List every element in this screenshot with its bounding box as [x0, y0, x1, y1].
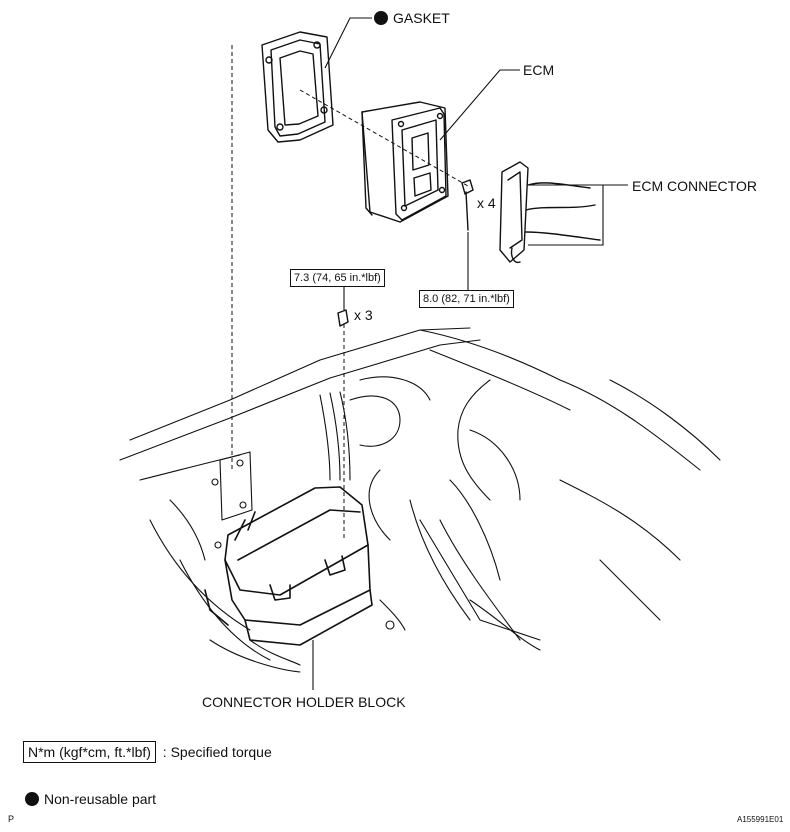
torque-unit-box: N*m (kgf*cm, ft.*lbf) [23, 741, 156, 763]
ecm-bolt-quantity: x 4 [477, 195, 496, 211]
non-reusable-dot-icon [374, 11, 388, 25]
non-reusable-legend-dot-icon [25, 792, 39, 806]
connector-holder-block-part [204, 486, 373, 646]
holder-bolt-quantity: x 3 [354, 307, 373, 323]
gasket-label: GASKET [374, 11, 450, 25]
holder-bolt [337, 309, 349, 327]
legend-non-reusable: Non-reusable part [25, 792, 156, 806]
figure-id: A155991E01 [737, 815, 784, 824]
gasket-part [261, 31, 334, 143]
connector-holder-block-label: CONNECTOR HOLDER BLOCK [202, 694, 406, 710]
footer-code: P [8, 814, 15, 824]
engine-bay [119, 327, 721, 673]
ecm-connector-label: ECM CONNECTOR [632, 178, 757, 194]
ecm-label: ECM [523, 62, 555, 78]
ecm-part [361, 101, 449, 223]
holder-bolt-torque: 7.3 (74, 65 in.*lbf) [290, 269, 385, 288]
ecm-connector-part [499, 161, 601, 264]
torque-description: : Specified torque [162, 744, 272, 760]
legend-torque: N*m (kgf*cm, ft.*lbf) : Specified torque [23, 741, 272, 763]
ecm-bolt [461, 179, 474, 231]
ecm-bolt-torque: 8.0 (82, 71 in.*lbf) [419, 290, 514, 309]
